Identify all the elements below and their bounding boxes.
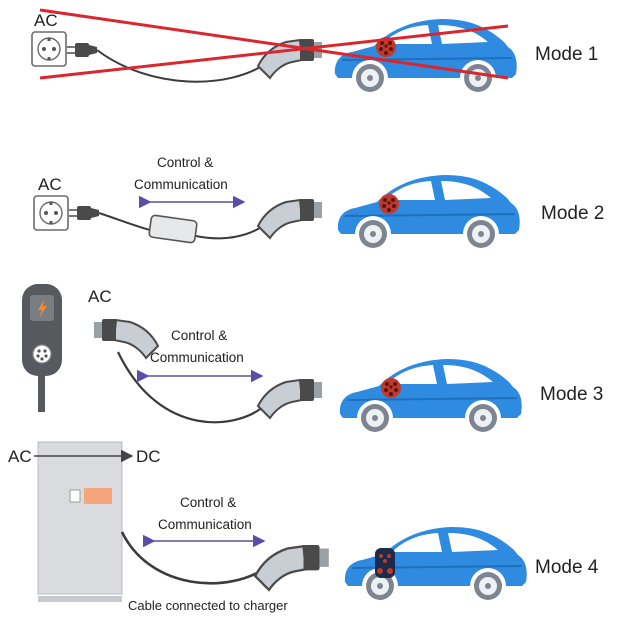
charge-inlet-icon: [379, 194, 399, 214]
connector-icon: [257, 378, 323, 419]
mode-1-row: AC Mode 1: [31, 8, 598, 97]
wall-plug-icon: [69, 206, 99, 220]
charge-inlet-icon: [381, 378, 401, 398]
charging-cable: [195, 221, 269, 240]
connector-icon: [93, 318, 159, 359]
charger-panel-icon: [69, 489, 81, 503]
mode-2-source-label: AC: [38, 175, 62, 194]
cross-line-icon: [39, 8, 509, 80]
mode-3-row: AC Control & Communication Mode 3: [22, 284, 603, 437]
wallbox-post: [38, 362, 45, 412]
lightning-icon: [38, 300, 47, 318]
mode-4-row: AC DC Control & Communication Cable conn…: [8, 441, 599, 613]
mode-2-label: Mode 2: [541, 203, 604, 224]
mode-4-communication-label: Communication: [158, 517, 252, 532]
wall-socket-icon: [33, 195, 69, 231]
mode-3-control-label: Control &: [171, 328, 227, 343]
mode-1-label: Mode 1: [535, 44, 598, 65]
mode-2-row: AC Control & Communication Mode 2: [33, 155, 604, 253]
electric-car-icon: [336, 174, 521, 253]
charging-cable: [98, 212, 151, 231]
charging-cable: [120, 531, 269, 585]
mode-2-communication-label: Communication: [134, 177, 228, 192]
mode-4-control-label: Control &: [180, 495, 236, 510]
mode-3-communication-label: Communication: [150, 350, 244, 365]
ccs-inlet-icon: [375, 548, 395, 578]
cross-line-icon: [39, 24, 509, 80]
mode-4-source-label: AC: [8, 447, 32, 466]
charging-cable: [117, 351, 267, 424]
connector-icon: [254, 543, 330, 592]
wallbox-socket-icon: [32, 344, 52, 364]
wall-plug-icon: [67, 43, 97, 57]
dc-charger-cabinet-icon: [37, 441, 123, 595]
mode-4-output-label: DC: [136, 447, 161, 466]
mode-3-label: Mode 3: [540, 384, 603, 405]
mode-4-caption: Cable connected to charger: [128, 598, 288, 613]
mode-1-source-label: AC: [34, 11, 58, 30]
wall-socket-icon: [31, 31, 67, 67]
electric-car-icon: [338, 358, 523, 437]
control-box-icon: [148, 214, 198, 244]
connector-icon: [257, 198, 323, 239]
charging-cable: [96, 49, 269, 83]
mode-4-label: Mode 4: [535, 557, 599, 578]
electric-car-icon: [343, 526, 528, 605]
charger-screen: [84, 488, 112, 504]
mode-2-control-label: Control &: [157, 155, 213, 170]
mode-3-source-label: AC: [88, 287, 112, 306]
